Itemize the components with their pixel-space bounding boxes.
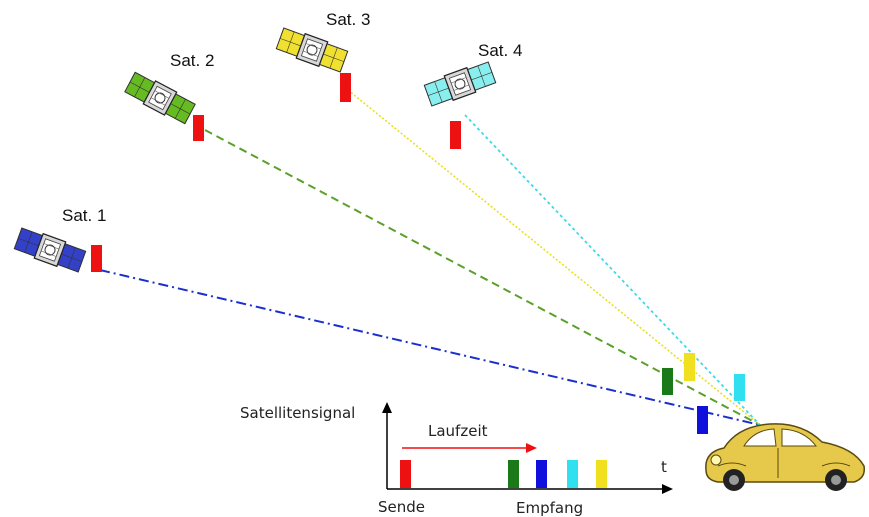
receive-pulse-sat-3 bbox=[684, 353, 695, 381]
receive-pulse-sat-1 bbox=[697, 406, 708, 434]
satellite-3-icon bbox=[274, 25, 350, 75]
travel-time-label: Laufzeit bbox=[428, 422, 488, 440]
y-axis-arrowhead bbox=[382, 402, 392, 413]
plot-pulse-send bbox=[400, 460, 411, 488]
timing-plot: Satellitensignal t Laufzeit Sende Empfan… bbox=[240, 402, 673, 517]
signal-line-sat-3 bbox=[347, 89, 761, 426]
plot-pulse-sat-1 bbox=[536, 460, 547, 488]
satellite-1-label: Sat. 1 bbox=[62, 206, 106, 225]
x-axis-label: t bbox=[661, 458, 667, 476]
receive-pulse-sat-2 bbox=[662, 368, 673, 395]
signal-line-sat-4 bbox=[464, 114, 761, 426]
satellite-4-label: Sat. 4 bbox=[478, 41, 522, 60]
satellite-4-icon bbox=[422, 59, 498, 109]
car-icon bbox=[705, 423, 866, 491]
satellite-1-icon bbox=[12, 225, 88, 275]
send-pulse-sat-2 bbox=[193, 115, 204, 141]
x-axis-arrowhead bbox=[662, 484, 673, 494]
satellite-3-label: Sat. 3 bbox=[326, 10, 370, 29]
send-pulse-sat-1 bbox=[91, 245, 102, 272]
send-pulse-sat-4 bbox=[450, 121, 461, 149]
plot-pulse-sat-3 bbox=[596, 460, 607, 488]
satellite-2-label: Sat. 2 bbox=[170, 51, 214, 70]
send-pulse-sat-3 bbox=[340, 73, 351, 102]
plot-pulse-sat-2 bbox=[508, 460, 519, 488]
y-axis-label: Satellitensignal bbox=[240, 404, 355, 422]
signal-line-sat-1 bbox=[99, 269, 761, 426]
receive-label: Empfang bbox=[516, 499, 583, 517]
receive-pulse-sat-4 bbox=[734, 374, 745, 401]
satellite-2-icon bbox=[122, 69, 198, 127]
travel-time-arrowhead bbox=[526, 443, 537, 453]
plot-pulse-sat-4 bbox=[567, 460, 578, 488]
signal-line-sat-2 bbox=[204, 129, 761, 426]
send-label: Sende bbox=[378, 498, 425, 516]
